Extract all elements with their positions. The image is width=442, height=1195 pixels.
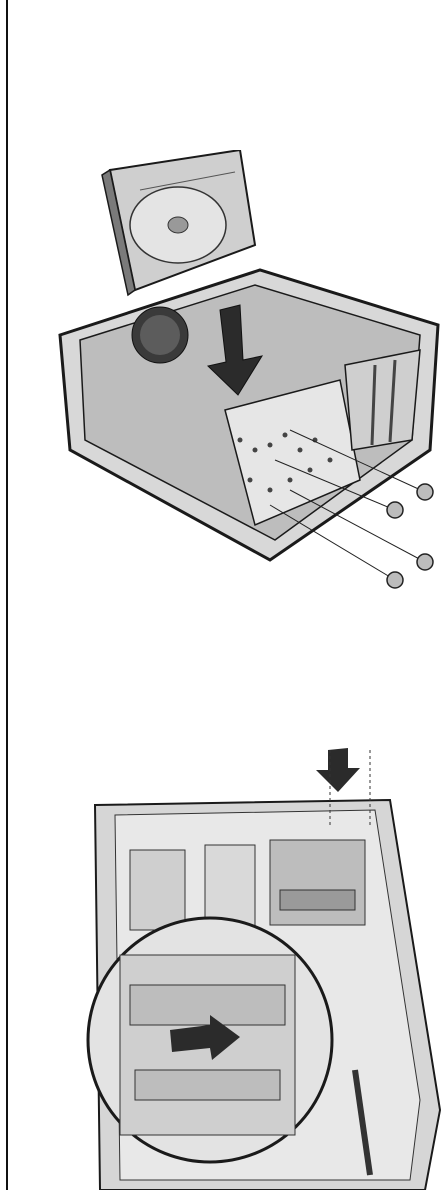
figure-drive-install <box>40 150 442 600</box>
screw-icon <box>387 484 433 588</box>
computer-chassis-icon <box>60 270 438 560</box>
zoom-detail-circle <box>88 918 332 1162</box>
hard-drive-icon <box>102 150 255 295</box>
down-arrow-icon <box>316 748 360 792</box>
figure-cage-slide <box>80 740 442 1190</box>
cage-slide-illustration <box>80 740 442 1190</box>
page-margin-rule <box>6 0 8 1190</box>
drive-install-illustration <box>40 150 442 600</box>
